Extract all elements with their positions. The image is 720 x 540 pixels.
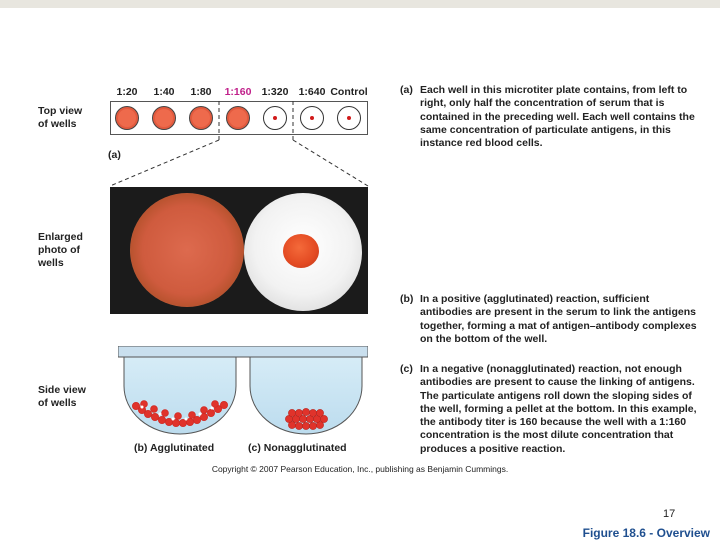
label-b: (b) Agglutinated	[134, 442, 214, 454]
well-pellet	[337, 106, 361, 130]
page-number: 17	[663, 508, 676, 520]
dilution-ratios: 1:20 1:40 1:80 1:160 1:320 1:640 Control	[110, 86, 372, 100]
label-c: (c) Nonagglutinated	[248, 442, 347, 454]
label-b-text: Agglutinated	[149, 442, 215, 454]
ratio-label: 1:20	[116, 86, 138, 98]
photo-well-nonagglutinated	[244, 193, 362, 311]
pellet-dot	[347, 116, 351, 120]
photo-well-agglutinated	[130, 193, 244, 307]
well-pellet	[263, 106, 287, 130]
caption-a-tag: (a)	[400, 84, 413, 96]
photo-pellet	[283, 234, 319, 268]
caption-a-text: Each well in this microtiter plate conta…	[420, 84, 695, 150]
microtiter-plate-top-view	[110, 101, 368, 135]
label-c-tag: (c)	[248, 442, 261, 454]
nonagglutinated-pellet	[285, 408, 328, 430]
ratio-label-highlighted: 1:160	[224, 86, 252, 98]
ratio-label: 1:640	[298, 86, 326, 98]
side-view-wells	[118, 346, 368, 435]
label-b-tag: (b)	[134, 442, 148, 454]
pellet-dot	[273, 116, 277, 120]
ratio-label: 1:320	[261, 86, 289, 98]
label-c-text: Nonagglutinated	[263, 442, 347, 454]
caption-c: (c) In a negative (nonagglutinated) reac…	[400, 363, 700, 456]
well-agglutinated	[226, 106, 250, 130]
ratio-label: 1:40	[153, 86, 175, 98]
ratio-label: Control	[330, 86, 368, 98]
label-side-view: Side view of wells	[38, 384, 86, 409]
side-well-nonagglutinated	[249, 356, 363, 435]
caption-c-text: In a negative (nonagglutinated) reaction…	[420, 363, 697, 455]
caption-b: (b) In a positive (agglutinated) reactio…	[400, 293, 700, 346]
ratio-label: 1:80	[190, 86, 212, 98]
top-decor-bar	[0, 0, 720, 8]
caption-c-tag: (c)	[400, 363, 413, 375]
caption-a: (a) Each well in this microtiter plate c…	[400, 84, 700, 150]
label-panel-a: (a)	[108, 149, 121, 161]
label-enlarged: Enlarged photo of wells	[38, 231, 83, 269]
figure-label: Figure 18.6 - Overview	[582, 526, 710, 540]
pellet-dot	[310, 116, 314, 120]
caption-b-text: In a positive (agglutinated) reaction, s…	[420, 293, 697, 345]
zoom-line	[292, 139, 369, 187]
plate-edge	[118, 346, 368, 358]
copyright-notice: Copyright © 2007 Pearson Education, Inc.…	[211, 464, 509, 474]
enlarged-photo-of-wells	[110, 187, 368, 314]
zoom-line	[109, 139, 220, 187]
well-pellet	[300, 106, 324, 130]
label-top-view: Top view of wells	[38, 105, 83, 130]
well-agglutinated	[115, 106, 139, 130]
well-agglutinated	[189, 106, 213, 130]
well-agglutinated	[152, 106, 176, 130]
agglutinated-mat	[131, 400, 229, 428]
caption-b-tag: (b)	[400, 293, 414, 305]
